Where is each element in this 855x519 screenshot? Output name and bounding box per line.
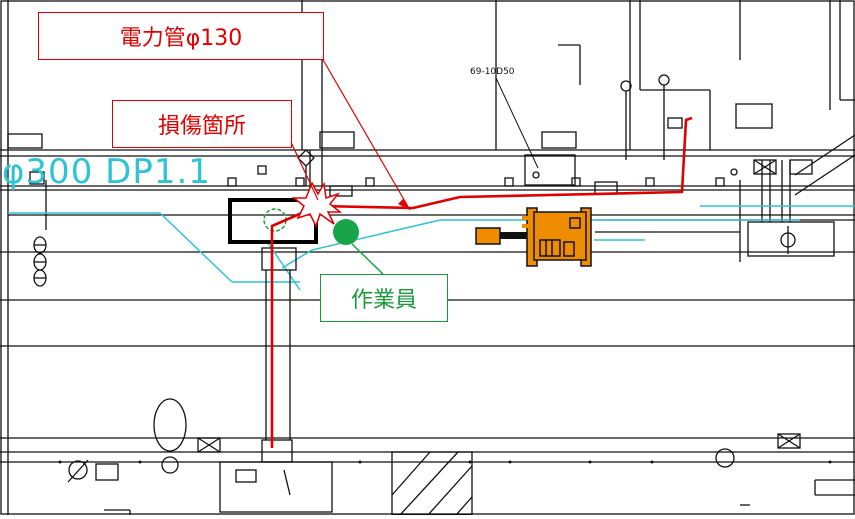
power-pipe-callout: 電力管φ130 xyxy=(38,12,324,60)
drawing-ref-leader xyxy=(495,77,539,169)
worker-callout: 作業員 xyxy=(320,274,448,322)
worker-icon xyxy=(333,219,359,245)
damage-location-callout-text: 損傷箇所 xyxy=(157,114,246,139)
damage-burst-icon xyxy=(291,181,343,228)
power-pipe-route xyxy=(270,116,693,448)
worker-callout-text: 作業員 xyxy=(350,288,417,313)
power-pipe-callout-text: 電力管φ130 xyxy=(119,26,243,51)
pipe-leader-arrowhead xyxy=(398,199,410,210)
road-dots xyxy=(58,460,832,464)
manhole-conduit xyxy=(261,247,297,496)
existing-pipe-lines xyxy=(8,205,855,291)
existing-pipe-label: φ300 DP1.1 xyxy=(2,152,211,192)
worker-leader-line xyxy=(351,243,384,275)
drawing-reference-label: 69-10D50 xyxy=(470,67,515,77)
callout-leaders xyxy=(289,57,411,211)
damage-location-callout: 損傷箇所 xyxy=(112,100,292,148)
excavator-icon xyxy=(475,207,592,267)
